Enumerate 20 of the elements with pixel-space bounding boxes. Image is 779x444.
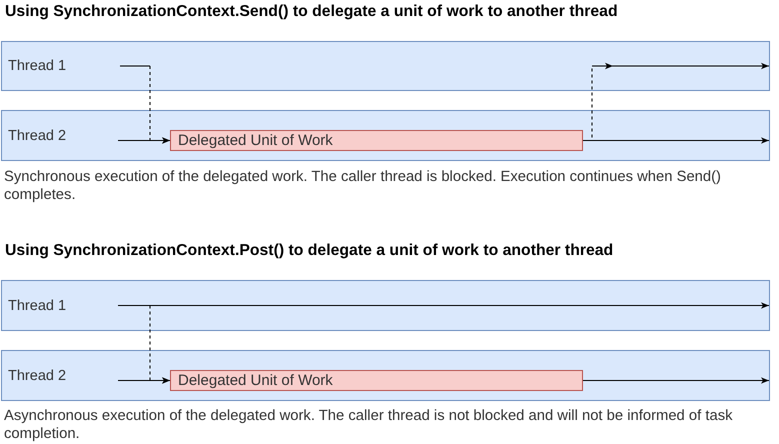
work-block [170,130,583,151]
arrow [118,137,170,144]
work-block [170,370,583,391]
arrow [592,62,770,70]
work-label: Delegated Unit of Work [178,371,333,390]
lane-label: Thread 1 [8,57,66,75]
thread-lane [1,41,770,91]
lane-label: Thread 2 [8,366,66,384]
thread-lane [1,110,770,161]
arrow [582,377,770,384]
thread-lane [1,350,770,401]
section-heading: Using SynchronizationContext.Post() to delegate a unit of work to another thread [5,241,614,261]
section-heading: Using SynchronizationContext.Send() to delegate a unit of work to another thread [5,2,618,22]
arrow [118,377,170,384]
lane-label: Thread 2 [8,126,66,144]
caption: Synchronous execution of the delegated work. The caller thread is blocked. Execution continues when Send() completes. [4,168,722,204]
thread-lane [1,280,770,331]
caption: Asynchronous execution of the delegated work. The caller thread is not blocked and will not be informed of task completion. [4,407,734,443]
work-label: Delegated Unit of Work [178,131,333,150]
lane-label: Thread 1 [8,296,66,314]
